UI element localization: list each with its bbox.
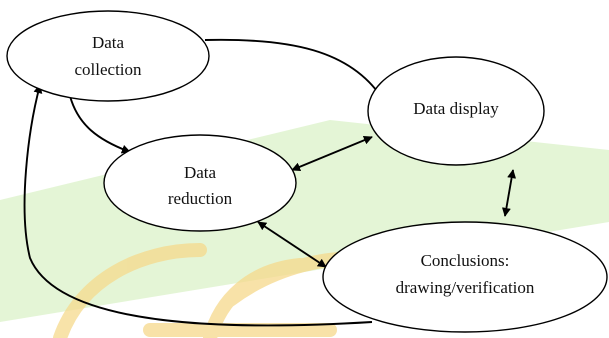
- node-conclusions: Conclusions: drawing/verification: [322, 221, 608, 333]
- watermark-arc-left: [53, 243, 207, 338]
- node-data-reduction-shape: [103, 134, 297, 232]
- edge-collection-to-reduction: [69, 95, 131, 154]
- node-conclusions-label-line2: drawing/verification: [396, 278, 535, 297]
- edge-reduction-display: [291, 135, 373, 172]
- node-data-display-shape: [367, 56, 545, 166]
- node-data-collection: Data collection: [6, 10, 210, 102]
- node-data-collection-label-line1: Data: [92, 33, 125, 52]
- node-data-reduction-label-line2: reduction: [168, 189, 233, 208]
- node-data-display-label: Data display: [413, 99, 499, 118]
- node-data-collection-shape: [6, 10, 210, 102]
- node-conclusions-shape: [322, 221, 608, 333]
- edge-collection-to-display: [204, 38, 383, 99]
- edge-conclusions-to-collection: [23, 84, 373, 327]
- node-data-collection-label-line2: collection: [74, 60, 142, 79]
- node-data-reduction-label-line1: Data: [184, 163, 217, 182]
- edge-display-conclusions: [501, 169, 517, 217]
- node-data-reduction: Data reduction: [103, 134, 297, 232]
- edge-reduction-conclusions: [257, 221, 327, 268]
- node-data-display: Data display: [367, 56, 545, 166]
- node-conclusions-label-line1: Conclusions:: [421, 251, 510, 270]
